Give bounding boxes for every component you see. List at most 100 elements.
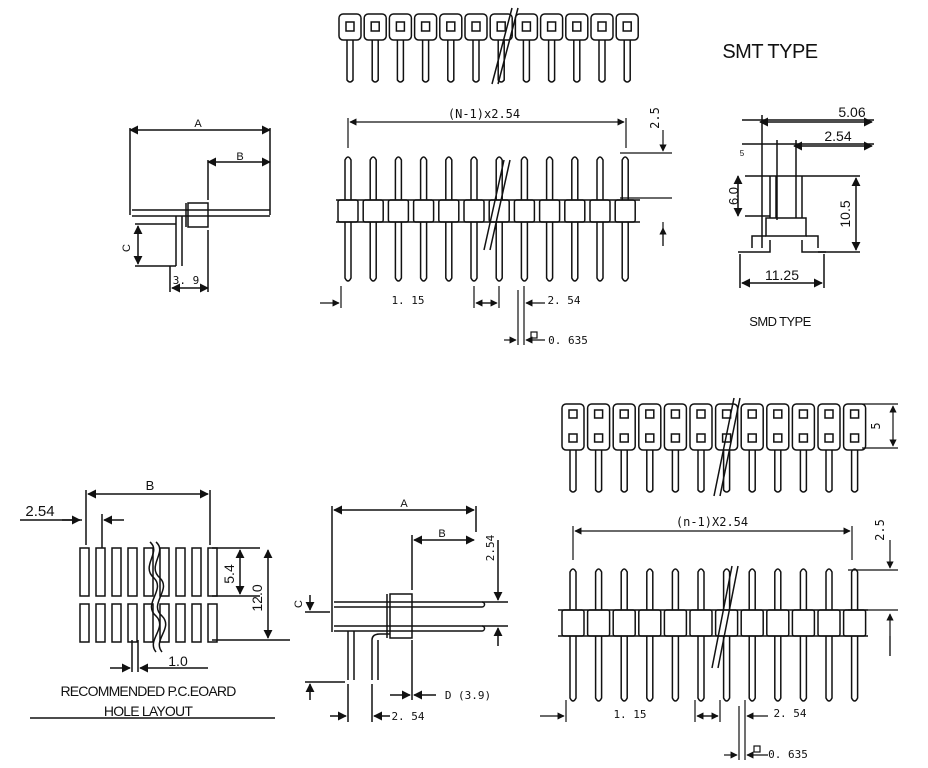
recommended-pcb-label: RECOMMENDED P.C.EOARD — [60, 683, 236, 699]
dim-pcb-1-0: 1.0 — [168, 653, 188, 669]
pin-housing — [638, 609, 662, 637]
hole-layout-label: HOLE LAYOUT — [104, 703, 193, 719]
pin-lower — [646, 636, 654, 702]
dim-2-54-mid-h: 2. 54 — [391, 710, 424, 723]
pin-lead — [774, 450, 782, 493]
dim-a-top: A — [194, 118, 202, 130]
pin-upper — [419, 156, 428, 200]
pin-lower — [748, 636, 756, 702]
pin-lower — [799, 636, 808, 702]
hole-slot — [175, 547, 186, 597]
pin-lead — [799, 450, 808, 493]
pin-hole — [824, 409, 834, 419]
pin-lower — [850, 636, 859, 702]
front-view-single-row — [336, 156, 640, 282]
pin-hole — [420, 21, 431, 32]
dim-c-top: C — [121, 244, 133, 252]
dim-5-bottom: 5 — [869, 422, 883, 429]
dim-b-mid: B — [438, 528, 445, 540]
pin-lead — [671, 450, 680, 493]
pin-upper — [596, 156, 604, 200]
pin-cap — [388, 13, 413, 41]
pin-housing — [842, 609, 867, 637]
break-wave — [148, 541, 161, 653]
pin-housing — [362, 199, 384, 223]
pin-upper — [671, 568, 680, 610]
pin-upper — [394, 156, 403, 200]
pin-cap — [689, 403, 713, 451]
pin-lower — [470, 222, 478, 282]
pin-hole — [849, 433, 860, 443]
pin-upper — [646, 568, 654, 610]
pin-hole — [619, 433, 629, 443]
dim-pcb-2-54: 2.54 — [25, 503, 54, 520]
dim-smd-10-5: 10.5 — [837, 200, 853, 227]
pin-cap — [740, 403, 764, 451]
pin-hole — [521, 21, 532, 32]
dim-2-5-top: 2.5 — [648, 107, 662, 129]
dim-pcb-12-0: 12.0 — [249, 584, 265, 611]
pin-lead — [421, 40, 430, 83]
pin-upper — [495, 156, 503, 200]
smt-type-title: SMT TYPE — [722, 41, 817, 63]
pin-hole — [619, 409, 629, 419]
pin-hole — [446, 21, 456, 32]
pin-upper — [825, 568, 833, 610]
pin-hole — [645, 409, 655, 419]
dim-smd-5-06: 5.06 — [838, 104, 865, 120]
pin-housing — [663, 609, 688, 637]
pin-lead — [497, 40, 505, 83]
pin-upper — [774, 568, 782, 610]
pin-cap — [363, 13, 387, 41]
pin-housing — [766, 609, 790, 637]
pin-housing — [589, 199, 611, 223]
pin-lower — [369, 222, 377, 282]
hole-slot — [111, 547, 122, 597]
pin-lead — [722, 450, 731, 493]
hole-slot — [127, 603, 138, 643]
break-line — [711, 565, 733, 669]
dim-3-9-top: 3. 9 — [173, 274, 200, 287]
pin-lead — [472, 40, 480, 83]
pin-lower — [569, 636, 577, 702]
top-view-double-row — [561, 397, 867, 497]
pin-hole — [773, 409, 783, 419]
dim-2-5-bottom: 2.5 — [873, 519, 887, 541]
pin-cap — [817, 403, 841, 451]
pin-hole — [496, 21, 506, 32]
break-line — [497, 7, 519, 85]
pin-lead — [547, 40, 556, 83]
break-line — [489, 159, 511, 251]
pin-housing — [337, 199, 359, 223]
pin-lead — [594, 450, 603, 493]
pin-hole — [696, 433, 706, 443]
pin-lead — [346, 40, 354, 83]
pin-hole — [593, 409, 604, 419]
dim-0-635-top: 0. 635 — [548, 334, 588, 347]
pin-hole — [345, 21, 355, 32]
pin-upper — [748, 568, 756, 610]
break-line — [719, 397, 741, 497]
pin-lead — [620, 450, 628, 493]
pin-lower — [697, 636, 705, 702]
pin-upper — [571, 156, 579, 200]
pin-upper — [545, 156, 554, 200]
dim-0-635-bottom: 0. 635 — [768, 748, 808, 761]
side-view-single-row — [129, 125, 271, 293]
hole-slot — [175, 603, 186, 643]
pin-hole — [645, 433, 655, 443]
pin-hole — [546, 21, 557, 32]
pin-housing — [561, 609, 585, 637]
pin-housing — [438, 199, 460, 223]
pin-housing — [538, 199, 561, 223]
pin-upper — [722, 568, 731, 610]
dims-single-row — [320, 118, 672, 345]
pin-hole — [593, 433, 604, 443]
pin-cap — [663, 403, 688, 451]
pin-housing — [463, 199, 485, 223]
pin-upper — [344, 156, 352, 200]
hole-slot — [95, 547, 106, 597]
hole-slot — [79, 547, 90, 597]
smd-side-view — [733, 115, 874, 288]
pin-upper — [445, 156, 453, 200]
